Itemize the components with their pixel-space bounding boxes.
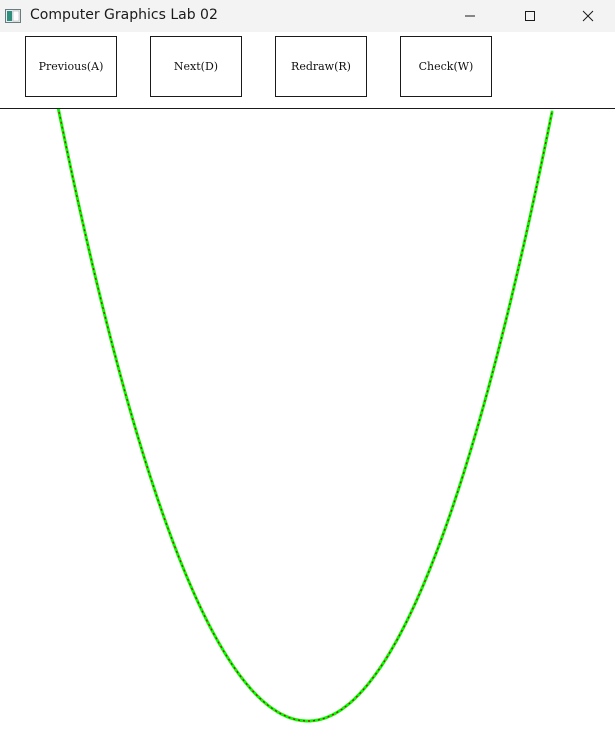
drawn-curve (57, 109, 553, 722)
toolbar: Previous(A) Next(D) Redraw(R) Check(W) (0, 32, 615, 108)
check-button[interactable]: Check(W) (400, 36, 492, 97)
app-icon (5, 8, 21, 23)
title-bar[interactable]: Computer Graphics Lab 02 (0, 0, 615, 32)
maximize-icon (524, 7, 536, 26)
maximize-button[interactable] (507, 0, 553, 32)
redraw-button[interactable]: Redraw(R) (275, 36, 367, 97)
close-button[interactable] (565, 0, 611, 32)
drawing-canvas[interactable] (0, 109, 615, 730)
previous-button[interactable]: Previous(A) (25, 36, 117, 97)
next-button[interactable]: Next(D) (150, 36, 242, 97)
minimize-button[interactable] (447, 0, 493, 32)
close-icon (582, 7, 594, 26)
canvas-svg (56, 109, 554, 723)
toolbar-separator (0, 108, 615, 109)
minimize-icon (464, 7, 476, 26)
window-title: Computer Graphics Lab 02 (30, 7, 218, 23)
